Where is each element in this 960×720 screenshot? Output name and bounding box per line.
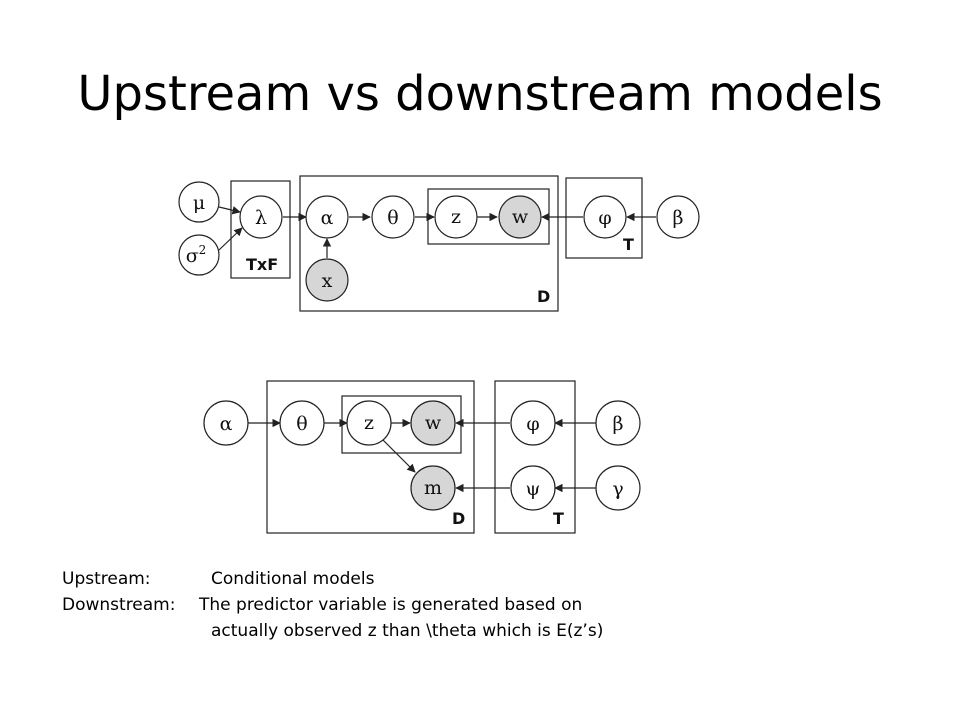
plate-label-t-downstream: T	[553, 509, 564, 528]
svg-text:θ: θ	[296, 413, 307, 435]
node-gamma: γ	[595, 465, 641, 511]
edge-z-m	[382, 439, 416, 473]
svg-text:m: m	[424, 477, 442, 499]
svg-text:w: w	[425, 412, 442, 434]
node-beta-downstream: β	[595, 400, 641, 446]
svg-text:x: x	[322, 270, 333, 292]
node-lambda: λ	[239, 195, 283, 239]
plate-d-upstream	[299, 175, 559, 312]
caption-downstream-text-cont: actually observed z than \theta which is…	[211, 621, 604, 641]
plate-d-downstream	[266, 380, 475, 534]
edge-sigma-lambda	[218, 227, 243, 251]
plate-label-txf: TxF	[246, 255, 278, 274]
svg-text:α: α	[321, 207, 334, 229]
svg-text:φ: φ	[526, 413, 539, 435]
node-w-downstream: w	[410, 400, 456, 446]
caption-downstream-row: Downstream: The predictor variable is gen…	[62, 592, 603, 618]
svg-text:θ: θ	[387, 207, 398, 229]
plate-t-upstream	[565, 177, 643, 259]
node-alpha-upstream: α	[305, 195, 349, 239]
node-w-upstream: w	[498, 195, 542, 239]
plate-txf	[230, 180, 291, 279]
node-sigma-squared: σ2	[178, 234, 220, 276]
svg-text:μ: μ	[193, 192, 205, 214]
node-m: m	[410, 465, 456, 511]
node-phi-upstream: φ	[583, 195, 627, 239]
node-theta-downstream: θ	[279, 400, 325, 446]
svg-text:ψ: ψ	[526, 478, 541, 500]
node-phi-downstream: φ	[510, 400, 556, 446]
svg-text:β: β	[613, 413, 624, 435]
caption-upstream-row: Upstream: Conditional models	[62, 566, 603, 592]
node-x: x	[305, 258, 349, 302]
upstream-diagram: TxF D T μ σ2 λ α	[178, 175, 700, 312]
node-psi: ψ	[510, 465, 556, 511]
caption-downstream-text: The predictor variable is generated base…	[199, 595, 583, 615]
svg-text:β: β	[673, 207, 684, 229]
svg-text:z: z	[364, 412, 374, 434]
svg-text:α: α	[220, 413, 233, 435]
slide-title: Upstream vs downstream models	[77, 66, 883, 122]
caption: Upstream: Conditional models Downstream: T…	[62, 566, 603, 644]
node-theta-upstream: θ	[371, 195, 415, 239]
node-z-downstream: z	[346, 400, 392, 446]
plate-t-downstream	[494, 380, 576, 534]
caption-upstream-text: Conditional models	[211, 569, 375, 589]
node-z-upstream: z	[434, 195, 478, 239]
plate-label-d-downstream: D	[452, 509, 465, 528]
downstream-diagram: D T α θ z w m	[203, 380, 641, 534]
svg-text:φ: φ	[598, 207, 611, 229]
caption-upstream-term: Upstream:	[62, 569, 151, 589]
node-beta-upstream: β	[656, 195, 700, 239]
svg-text:z: z	[451, 206, 461, 228]
svg-text:σ2: σ2	[186, 243, 207, 267]
edge-mu-lambda	[218, 206, 241, 215]
svg-text:γ: γ	[612, 478, 623, 500]
plate-label-d-upstream: D	[537, 287, 550, 306]
caption-downstream-continuation-row: actually observed z than \theta which is…	[62, 618, 603, 644]
node-mu: μ	[178, 181, 220, 223]
svg-text:w: w	[512, 206, 529, 228]
node-alpha-downstream: α	[203, 400, 249, 446]
caption-downstream-term: Downstream:	[62, 595, 176, 615]
plate-label-t-upstream: T	[623, 235, 634, 254]
svg-text:λ: λ	[255, 207, 267, 229]
